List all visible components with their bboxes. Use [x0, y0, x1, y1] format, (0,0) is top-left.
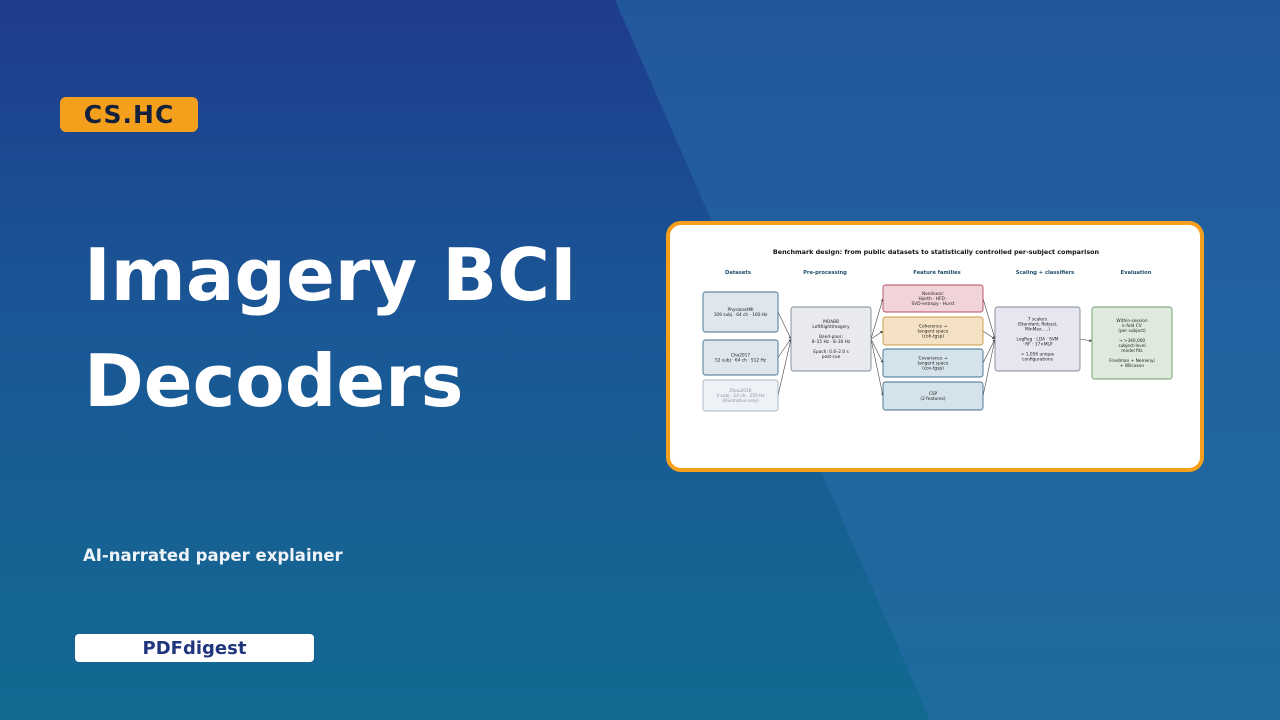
feature-box-covariance-rect: [882, 348, 984, 378]
feature-box-coherence-text: Coherence →: [919, 324, 947, 330]
feature-box-nonlinear-rect: [882, 284, 984, 313]
classifier-box-text: (Standard, Robust,: [1017, 322, 1057, 328]
title-line-2: Decoders: [84, 339, 464, 423]
flow-arrow: [777, 338, 792, 396]
title-line-1: Imagery BCI: [84, 233, 577, 317]
classifier-box-text: 7 scalers: [1028, 317, 1048, 323]
column-header: Feature families: [913, 270, 961, 276]
flow-arrow: [982, 338, 996, 364]
preprocessing-box-rect: [790, 306, 872, 372]
flow-arrow: [777, 338, 792, 358]
feature-box-coherence-text: tangent space: [918, 329, 949, 335]
feature-box-coherence-rect: [882, 316, 984, 346]
dataset-box-physionetmi-text: 109 subj · 64 ch · 160 Hz: [714, 312, 768, 318]
preprocessing-box-text: post-cue: [822, 354, 841, 360]
column-header: Pre-processing: [803, 270, 847, 276]
dataset-box-cho2017-text: 52 subj · 64 ch · 512 Hz: [715, 358, 767, 364]
feature-box-csp-rect: [882, 381, 984, 411]
evaluation-box-text: subject-level: [1118, 343, 1145, 349]
evaluation-box-text: → >340,000: [1119, 338, 1146, 344]
page-title: Imagery BCI Decoders: [84, 222, 644, 434]
feature-box-covariance-text: Covariance →: [918, 356, 947, 362]
flow-arrow: [870, 338, 884, 397]
feature-box-csp: CSP(2 features): [882, 381, 984, 411]
feature-box-covariance: Covariance →tangent space(cov-tgsp): [882, 348, 984, 378]
column-header: Scaling + classifiers: [1016, 270, 1075, 276]
feature-box-nonlinear-text: Nonlinear:: [922, 291, 944, 297]
figure-card: Benchmark design: from public datasets t…: [666, 221, 1204, 472]
evaluation-box-text: Within-session: [1116, 318, 1147, 324]
feature-box-coherence: Coherence →tangent space(coh-tgsp): [882, 316, 984, 346]
figure-diagram: Benchmark design: from public datasets t…: [702, 248, 1173, 412]
feature-box-nonlinear-text: SVD-entropy · Hurst: [912, 301, 955, 307]
dataset-box-physionetmi-rect: [702, 291, 779, 333]
evaluation-box-text: Friedman + Nemenyi: [1109, 358, 1155, 364]
flow-arrow: [777, 311, 792, 340]
subtitle: AI-narrated paper explainer: [83, 546, 343, 565]
column-header: Datasets: [725, 270, 751, 276]
dataset-box-cho2017-rect: [702, 339, 779, 376]
evaluation-box-text: model fits: [1121, 348, 1143, 354]
feature-box-csp-text: (2 features): [920, 396, 946, 402]
preprocessing-box-text: Band-pass:: [819, 334, 843, 340]
preprocessing-box-text: 8–15 Hz · 8–30 Hz: [812, 339, 851, 345]
feature-box-covariance-text: tangent space: [918, 361, 949, 367]
feature-box-coherence-text: (coh-tgsp): [922, 334, 944, 340]
flow-arrow: [982, 338, 996, 397]
classifier-box: 7 scalers(Standard, Robust,MinMax, ...) L…: [994, 306, 1081, 372]
preprocessing-box-text: LeftRightImagery: [812, 324, 850, 330]
evaluation-box-rect: [1091, 306, 1173, 380]
classifier-box-text: · RF · 17×MLP: [1022, 342, 1052, 348]
flow-arrow: [870, 298, 884, 340]
dataset-box-zhou2016-text: (illustrative only): [722, 398, 759, 404]
category-tag: CS.HC: [60, 97, 198, 132]
dataset-box-zhou2016-text: 4 subj · 14 ch · 250 Hz: [716, 393, 765, 399]
dataset-box-cho2017-text: Cho2017: [731, 353, 751, 359]
column-header: Evaluation: [1121, 270, 1152, 276]
preprocessing-box-text: MOABB: [823, 319, 839, 325]
evaluation-box-text: + Wilcoxon: [1120, 363, 1144, 369]
dataset-box-physionetmi-text: PhysionetMI: [728, 307, 754, 313]
flow-arrow: [1079, 338, 1093, 343]
flow-arrow: [870, 330, 884, 340]
preprocessing-box-text: Epoch: 0.6–2.0 s: [813, 349, 849, 355]
classifier-box-text: = 1,056 unique: [1021, 352, 1055, 358]
evaluation-box-text: k-fold CV: [1122, 323, 1141, 329]
classifier-box-text: configurations: [1022, 357, 1054, 363]
flow-arrow: [982, 330, 996, 340]
dataset-box-zhou2016-text: Zhou2016: [730, 388, 752, 394]
evaluation-box-text: (per subject): [1118, 328, 1146, 334]
feature-box-csp-text: CSP: [929, 391, 938, 397]
dataset-box-zhou2016-rect: [702, 379, 779, 412]
classifier-box-rect: [994, 306, 1081, 372]
classifier-box-text: LogReg · LDA · SVM: [1017, 337, 1059, 343]
feature-box-nonlinear: Nonlinear:Hjorth · HFD ·SVD-entropy · Hu…: [882, 284, 984, 313]
figure-title: Benchmark design: from public datasets t…: [773, 248, 1100, 256]
flow-arrow: [870, 338, 884, 364]
classifier-box-text: MinMax, ...): [1025, 327, 1050, 333]
brand-logo: PDFdigest: [75, 634, 314, 662]
feature-box-nonlinear-text: Hjorth · HFD ·: [918, 296, 947, 302]
feature-box-covariance-text: (cov-tgsp): [922, 366, 944, 372]
flow-arrow: [982, 298, 996, 340]
